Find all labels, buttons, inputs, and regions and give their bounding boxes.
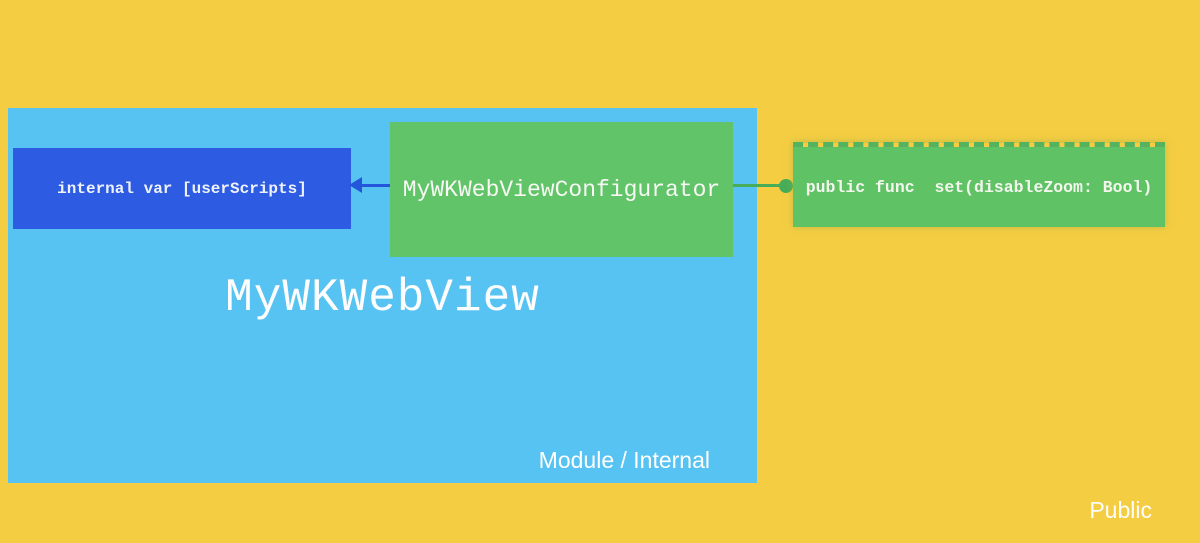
node-configurator: MyWKWebViewConfigurator — [390, 122, 733, 257]
internal-var-label: internal var [userScripts] — [57, 179, 307, 198]
configurator-label: MyWKWebViewConfigurator — [402, 176, 721, 203]
node-internal-var-userscripts: internal var [userScripts] — [13, 148, 351, 229]
connector-line-configurator-to-public-func — [733, 184, 780, 187]
module-scope-label: Module / Internal — [538, 447, 710, 473]
public-func-label: public func set(disableZoom: Bool) — [805, 177, 1153, 197]
arrow-left-icon — [349, 177, 362, 193]
module-title-mywkwebview: MyWKWebView — [225, 272, 540, 324]
public-scope-label: Public — [1089, 497, 1152, 523]
arrow-line-configurator-to-userscripts — [360, 184, 390, 187]
connector-dot-icon — [779, 179, 793, 193]
node-public-func-set: public func set(disableZoom: Bool) — [793, 142, 1165, 227]
module-internal-scope: internal var [userScripts] MyWKWebViewCo… — [8, 108, 757, 483]
